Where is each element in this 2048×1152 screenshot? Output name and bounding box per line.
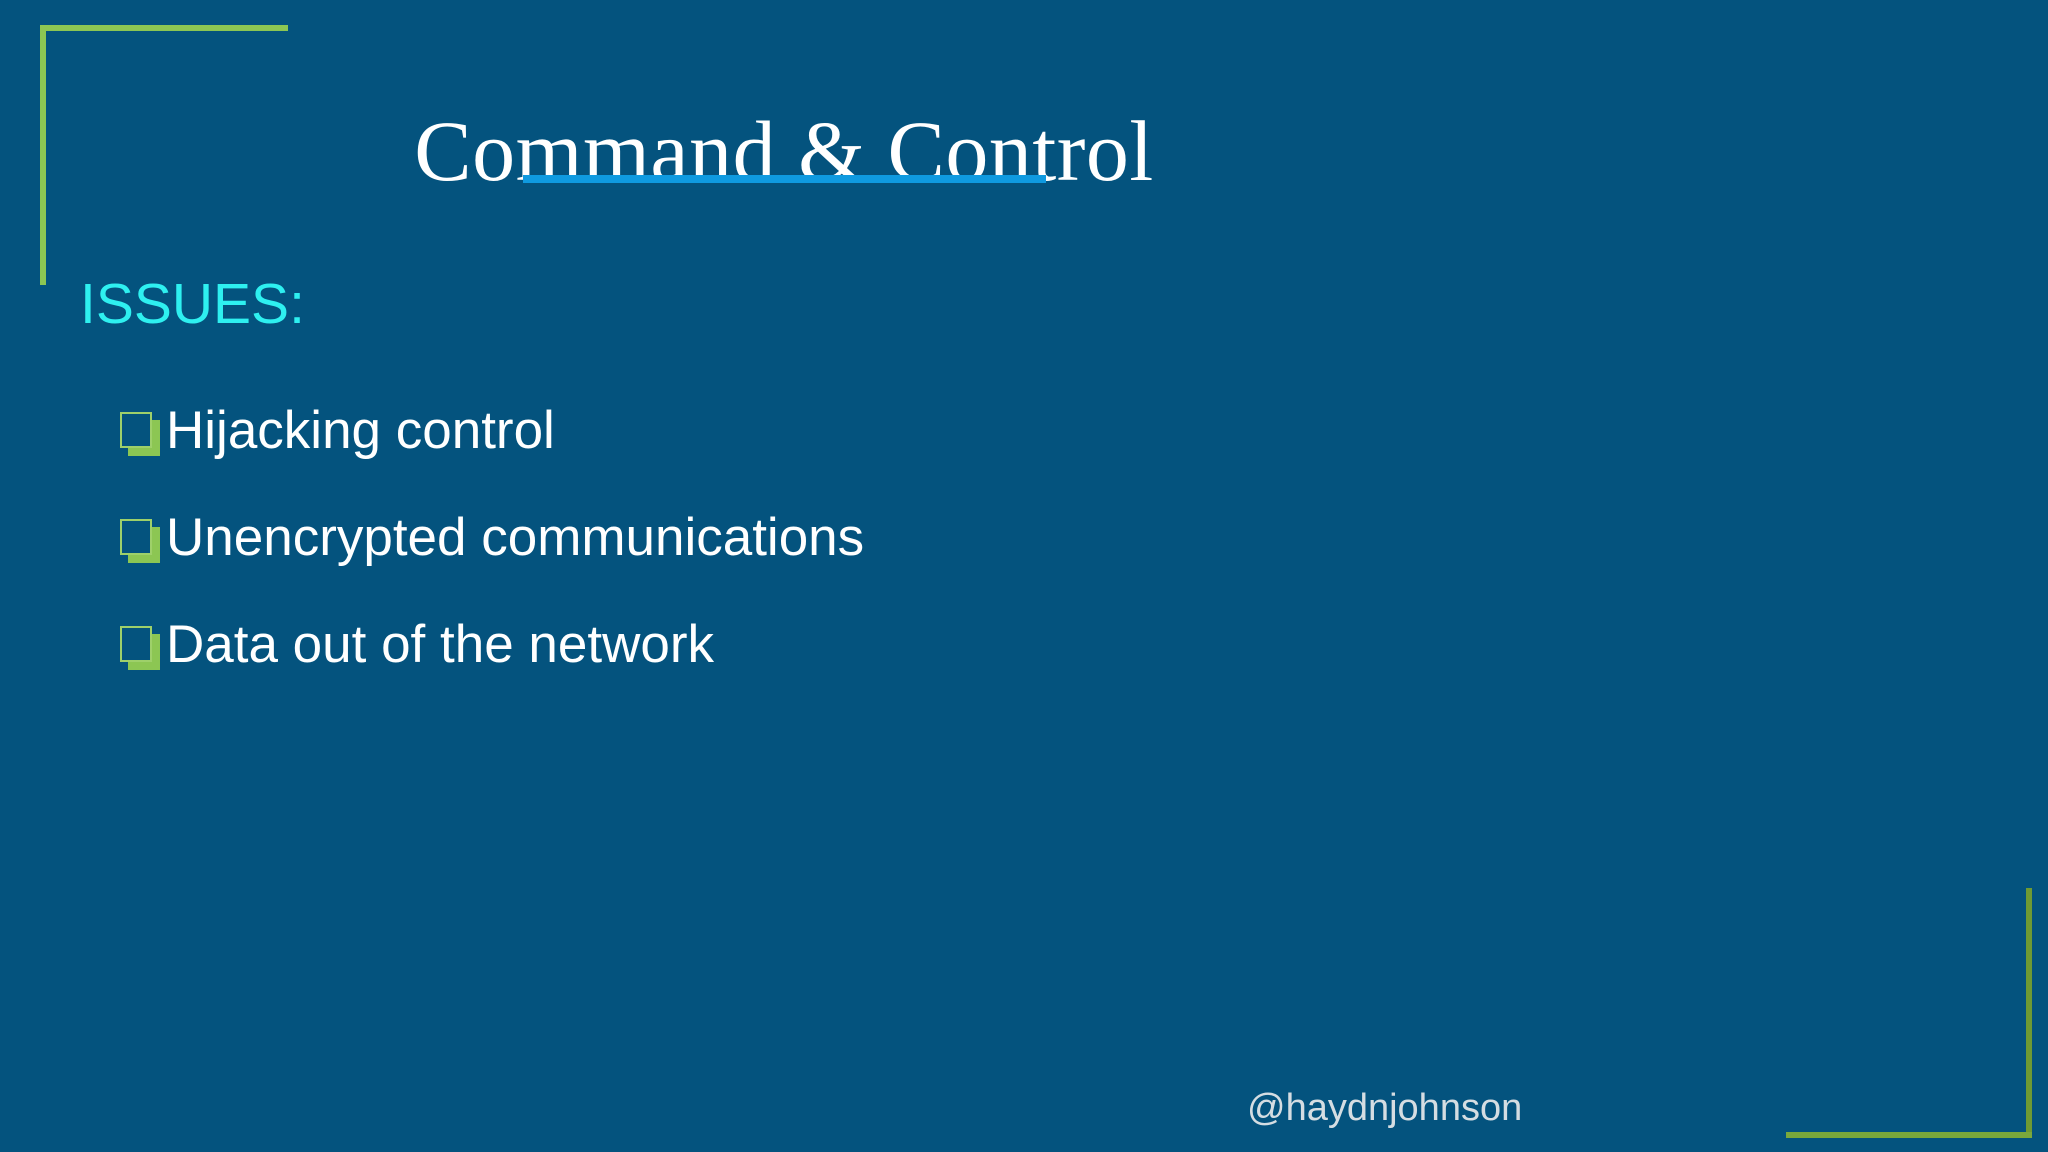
list-item-label: Unencrypted communications [166, 508, 865, 568]
hollow-square-bullet-icon [120, 625, 162, 670]
bullet-box [120, 518, 152, 555]
list-item: Data out of the network [120, 592, 1420, 699]
title-underline [523, 175, 1046, 183]
hollow-square-bullet-icon [120, 411, 162, 456]
corner-bracket-top-left-horizontal [40, 25, 288, 31]
list-item: Hijacking control [120, 378, 1420, 485]
author-handle: @haydnjohnson [1247, 1087, 1523, 1129]
bullet-box [120, 625, 152, 662]
list-item: Unencrypted communications [120, 485, 1420, 592]
hollow-square-bullet-icon [120, 518, 162, 563]
list-item-label: Data out of the network [166, 615, 714, 675]
corner-bracket-top-left-vertical [40, 25, 46, 285]
list-item-label: Hijacking control [166, 401, 555, 461]
corner-bracket-bottom-right-horizontal [1786, 1132, 2032, 1138]
bullet-list: Hijacking control Unencrypted communicat… [120, 378, 1420, 699]
section-label-issues: ISSUES: [80, 272, 305, 336]
bullet-box [120, 411, 152, 448]
corner-bracket-bottom-right-vertical [2026, 888, 2032, 1138]
